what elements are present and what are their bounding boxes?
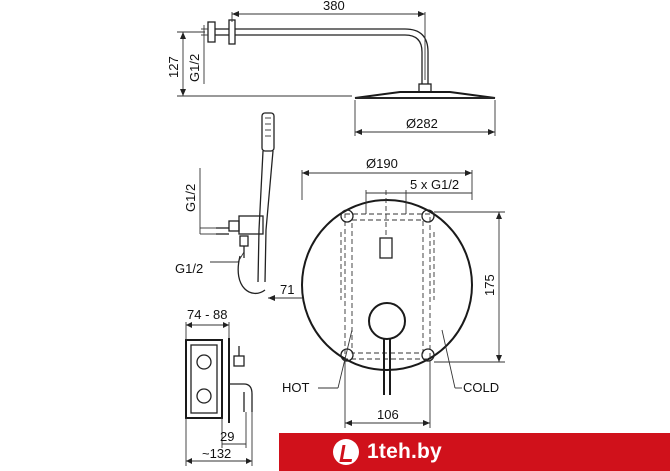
dim-thread-top: G1/2 [187,54,202,82]
dim-thread-hose: G1/2 [175,261,203,276]
hand-shower-view [199,112,302,301]
dim-hose-offset: 71 [280,282,294,297]
dim-box-height: 175 [482,274,497,296]
dim-arm-height: 127 [166,56,181,78]
dim-thread-mid: G1/2 [183,184,198,212]
brand-name: 1teh.by [367,440,442,463]
dim-outlets: 5 x G1/2 [410,177,459,192]
label-cold: COLD [463,380,499,395]
dim-total-depth: ~132 [202,446,231,461]
dim-head-diameter: Ø282 [406,116,438,131]
shower-arm-view [177,11,496,136]
dim-spout-depth: 29 [220,429,234,444]
dim-arm-length: 380 [323,0,345,13]
brand-banner: 1teh.by [279,433,670,471]
brand-logo-icon [333,439,359,465]
plate-front-view [301,170,505,428]
dim-box-width: 106 [377,407,399,422]
dim-depth-range: 74 - 88 [187,307,227,322]
dim-plate-diameter: Ø190 [366,156,398,171]
label-hot: HOT [282,380,310,395]
mixer-side-section [185,322,253,466]
